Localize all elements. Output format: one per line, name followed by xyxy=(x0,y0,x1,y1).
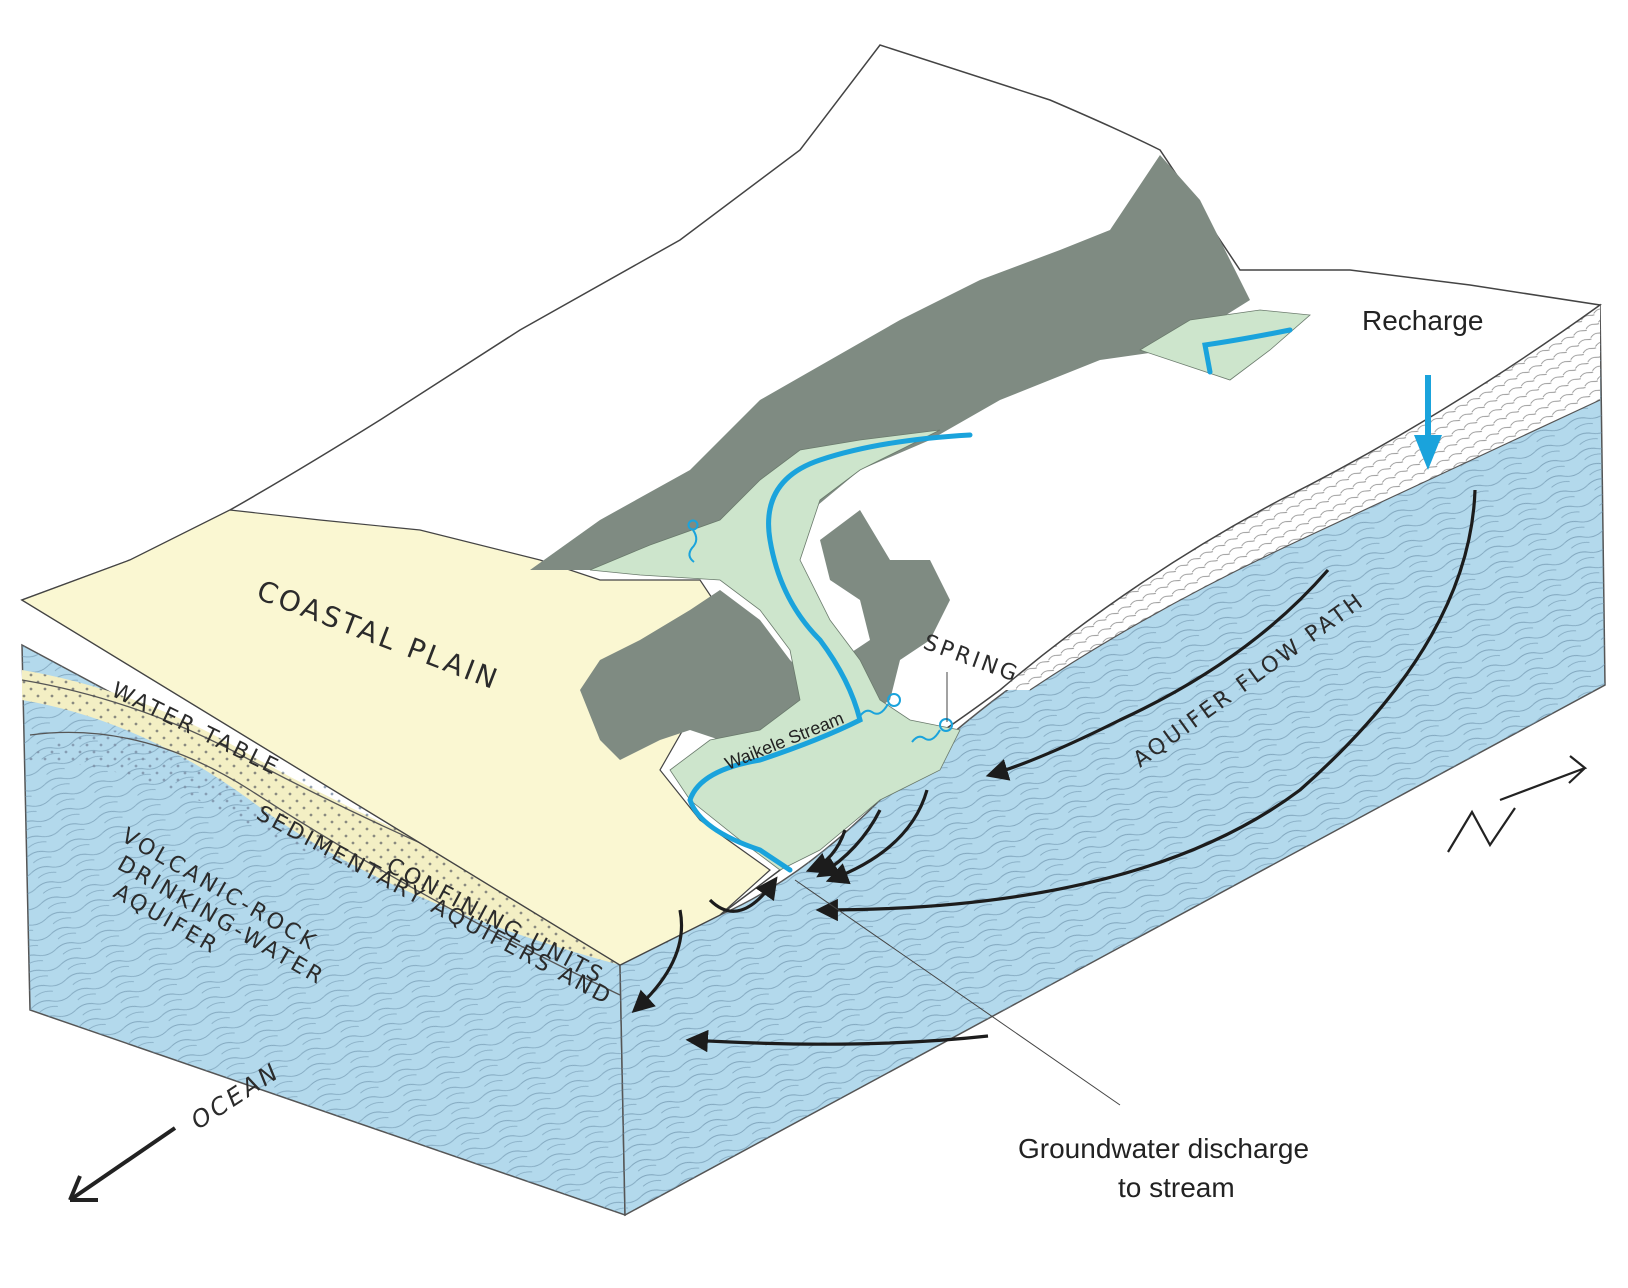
valley-floor xyxy=(589,429,961,871)
discharge-leader-line xyxy=(794,879,1121,1106)
recharge-arrow xyxy=(1414,375,1442,470)
flow-arrow-3 xyxy=(685,1029,989,1053)
ridge-west xyxy=(580,590,820,760)
spring-symbol-3 xyxy=(911,718,953,743)
flow-arrow-8 xyxy=(631,909,684,1014)
north-arrow xyxy=(1447,755,1588,853)
waikele-stream xyxy=(687,432,973,873)
flow-arrow-7 xyxy=(708,876,778,913)
upper-stream xyxy=(1202,327,1293,375)
ocean-arrow xyxy=(68,1126,177,1202)
flow-arrow-2 xyxy=(815,489,1477,922)
flow-arrows xyxy=(631,489,1477,1053)
ridge-north xyxy=(530,155,1250,570)
flow-arrow-4 xyxy=(825,789,929,885)
spring-symbol-2 xyxy=(859,693,901,717)
discharge-label-line2: to stream xyxy=(1118,1172,1235,1203)
recharge-label: Recharge xyxy=(1362,305,1483,336)
top-surface xyxy=(20,44,1602,966)
flow-arrow-6 xyxy=(805,829,847,874)
flow-arrow-1 xyxy=(985,568,1330,781)
discharge-label-line1: Groundwater discharge xyxy=(1018,1133,1309,1164)
side-face xyxy=(619,303,1606,1217)
spring-symbol-1 xyxy=(687,519,699,563)
